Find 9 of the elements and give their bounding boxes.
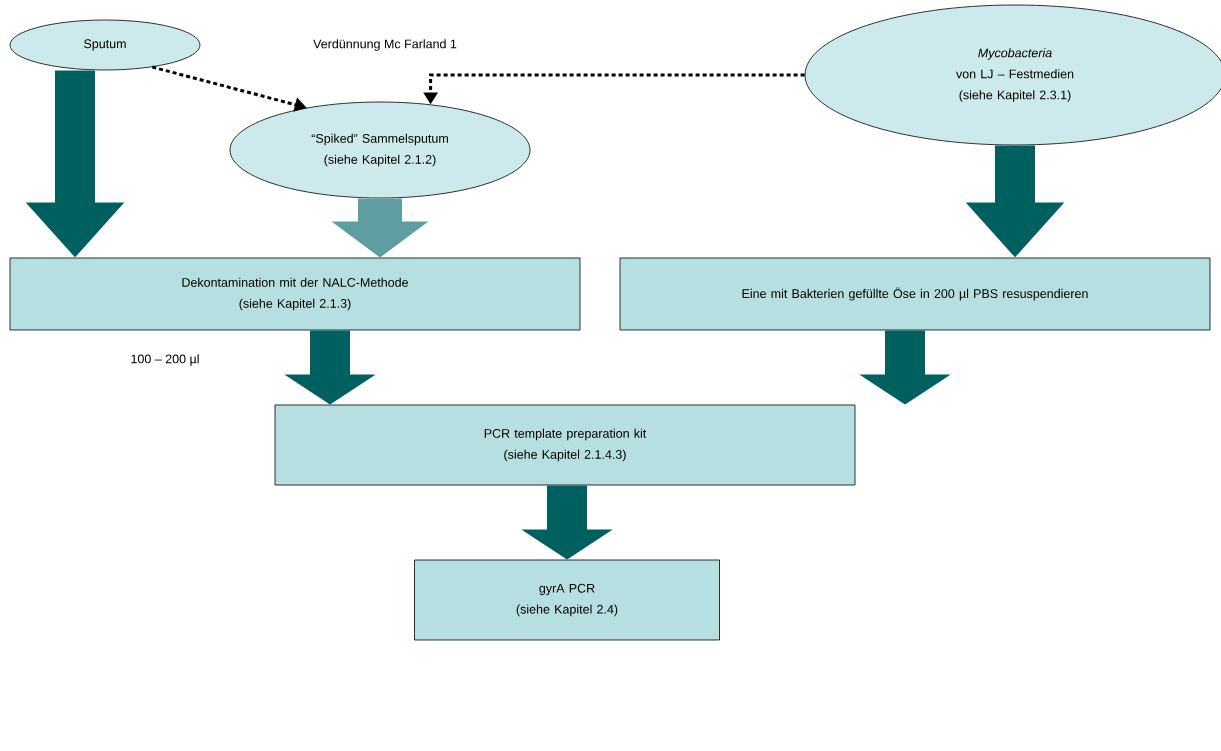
edge-label: Verdünnung Mc Farland 1 [311,37,459,53]
process-box: Dekontamination mit der NALC-Methode (siehe Kapitel 2.1.3) [9,257,581,331]
volume-label: 100 – 200 µl [131,354,199,366]
process-box: Eine mit Bakterien gefüllte Öse in 200 µl PBS resuspendieren [619,257,1211,331]
ellipse-node: “Spiked” Sammelsputum (siehe Kapitel 2.1.2) [229,101,531,199]
ellipse-node: Sputum [9,19,201,71]
ellipse-node: Mycobacteria von LJ – Festmedien (siehe Kapitel 2.3.1) [804,4,1221,146]
process-box: gyrA PCR (siehe Kapitel 2.4) [414,559,720,641]
process-box: PCR template preparation kit (siehe Kapitel 2.1.4.3) [274,404,856,486]
